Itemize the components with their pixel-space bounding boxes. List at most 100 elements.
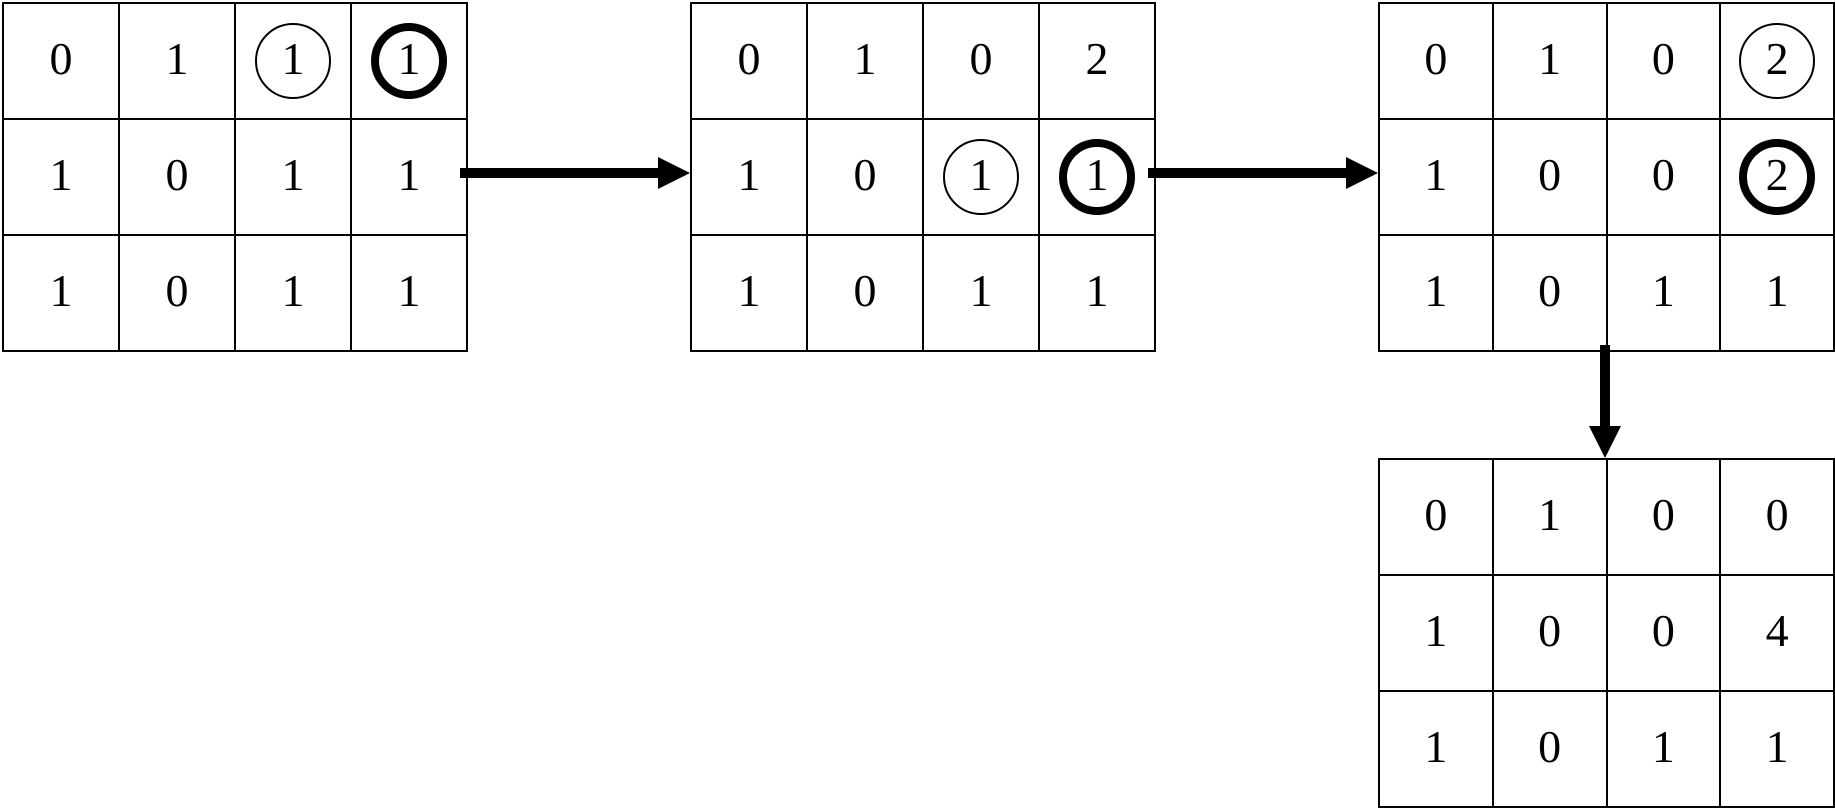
grid-step-4: 0 1 0 0 1 0 0 4 1 0 1 1 [1378,458,1835,808]
cell-marker: 1 [1512,23,1588,99]
grid-cell: 0 [1491,234,1608,352]
cell-marker: 1 [371,255,447,331]
arrow-shaft [1600,345,1610,432]
cell-marker: 1 [711,139,787,215]
grid-cell: 1 [1605,690,1722,808]
cell-value: 1 [1424,721,1448,772]
cell-marker: 1 [1398,711,1474,787]
table-row: 0 1 0 2 [1378,2,1835,120]
cell-value: 0 [737,33,761,84]
grid-cell: 1 [1378,690,1494,808]
arrow-grid3-to-grid4 [1589,345,1621,458]
cell-value: 0 [165,265,189,316]
grid-cell: 1 [350,118,468,236]
grid-body: 0 1 0 2 1 0 0 2 1 0 1 1 [1378,2,1835,352]
arrow-shaft [460,168,664,178]
grid-step-1: 0 1 1 1 1 0 1 1 1 0 1 1 [2,2,468,352]
cell-marker: 0 [1398,23,1474,99]
grid-cell: 0 [1491,118,1608,236]
arrow-grid1-to-grid2 [460,157,690,189]
cell-value: 1 [1538,33,1562,84]
cell-value: 1 [1085,149,1109,200]
grid-cell: 0 [690,2,808,120]
cell-value: 1 [281,33,305,84]
table-row: 1 0 1 1 [1378,234,1835,352]
grid-cell: 1 [1038,234,1156,352]
cell-marker: 0 [23,23,99,99]
cell-value: 0 [1651,33,1675,84]
grid-cell: 1 [234,234,352,352]
cell-marker: 0 [1625,595,1701,671]
cell-value: 0 [49,33,73,84]
cell-value: 0 [1538,721,1562,772]
table-row: 1 0 1 1 [2,234,468,352]
cell-value: 0 [1651,605,1675,656]
grid-cell: 1 [1719,234,1835,352]
cell-value: 1 [1651,721,1675,772]
cell-value: 1 [1424,265,1448,316]
grid-cell: 0 [1719,458,1835,576]
cell-value: 4 [1765,605,1789,656]
cell-value: 0 [1538,605,1562,656]
grid-cell: 1 [1378,574,1494,692]
grid-cell: 1 [118,2,236,120]
grid-cell: 0 [118,118,236,236]
grid-table: 0 1 0 0 1 0 0 4 1 0 1 1 [1378,458,1835,808]
table-row: 0 1 0 2 [690,2,1156,120]
cell-marker: 0 [1739,479,1815,555]
cell-value: 1 [397,265,421,316]
grid-table: 0 1 0 2 1 0 0 2 1 0 1 1 [1378,2,1835,352]
arrow-grid2-to-grid3 [1148,157,1378,189]
cell-value: 1 [1538,489,1562,540]
cell-marker: 1 [23,255,99,331]
cell-value: 1 [397,33,421,84]
cell-marker: 2 [1059,23,1135,99]
grid-cell: 0 [806,234,924,352]
cell-marker-thick-circle: 1 [1059,139,1135,215]
cell-marker: 1 [1625,711,1701,787]
table-row: 1 0 1 1 [690,234,1156,352]
cell-value: 1 [969,265,993,316]
cell-value: 2 [1085,33,1109,84]
cell-value: 1 [281,265,305,316]
cell-value: 1 [1085,265,1109,316]
grid-cell: 1 [2,118,120,236]
cell-value: 0 [1424,33,1448,84]
grid-cell: 0 [1605,574,1722,692]
cell-value: 2 [1765,149,1789,200]
cell-marker: 0 [711,23,787,99]
grid-cell: 1 [922,234,1040,352]
cell-value: 1 [737,149,761,200]
cell-value: 1 [49,265,73,316]
grid-cell: 0 [1605,458,1722,576]
cell-marker-thin-circle: 2 [1739,23,1816,99]
cell-marker: 1 [371,139,447,215]
cell-marker: 0 [1625,139,1701,215]
cell-marker: 0 [1512,255,1588,331]
cell-marker: 1 [1739,255,1815,331]
cell-marker: 1 [1512,479,1588,555]
grid-cell: 0 [1491,690,1608,808]
cell-marker: 0 [139,255,215,331]
grid-cell: 4 [1719,574,1835,692]
cell-marker: 4 [1739,595,1815,671]
cell-marker: 1 [255,139,331,215]
grid-cell: 0 [118,234,236,352]
cell-value: 0 [969,33,993,84]
cell-marker: 1 [1398,255,1474,331]
arrow-head-right-icon [1346,157,1378,189]
table-row: 1 0 1 1 [2,118,468,236]
cell-marker-thin-circle: 1 [255,23,331,99]
cell-value: 1 [1765,265,1789,316]
grid-cell: 1 [922,118,1040,236]
grid-step-2: 0 1 0 2 1 0 1 1 1 0 1 1 [690,2,1156,352]
cell-value: 1 [1651,265,1675,316]
grid-cell: 1 [806,2,924,120]
cell-marker: 1 [23,139,99,215]
cell-value: 0 [853,265,877,316]
cell-value: 0 [1424,489,1448,540]
table-row: 1 0 1 1 [690,118,1156,236]
grid-cell: 0 [1378,458,1494,576]
grid-cell: 0 [1491,574,1608,692]
table-row: 1 0 1 1 [1378,690,1835,808]
